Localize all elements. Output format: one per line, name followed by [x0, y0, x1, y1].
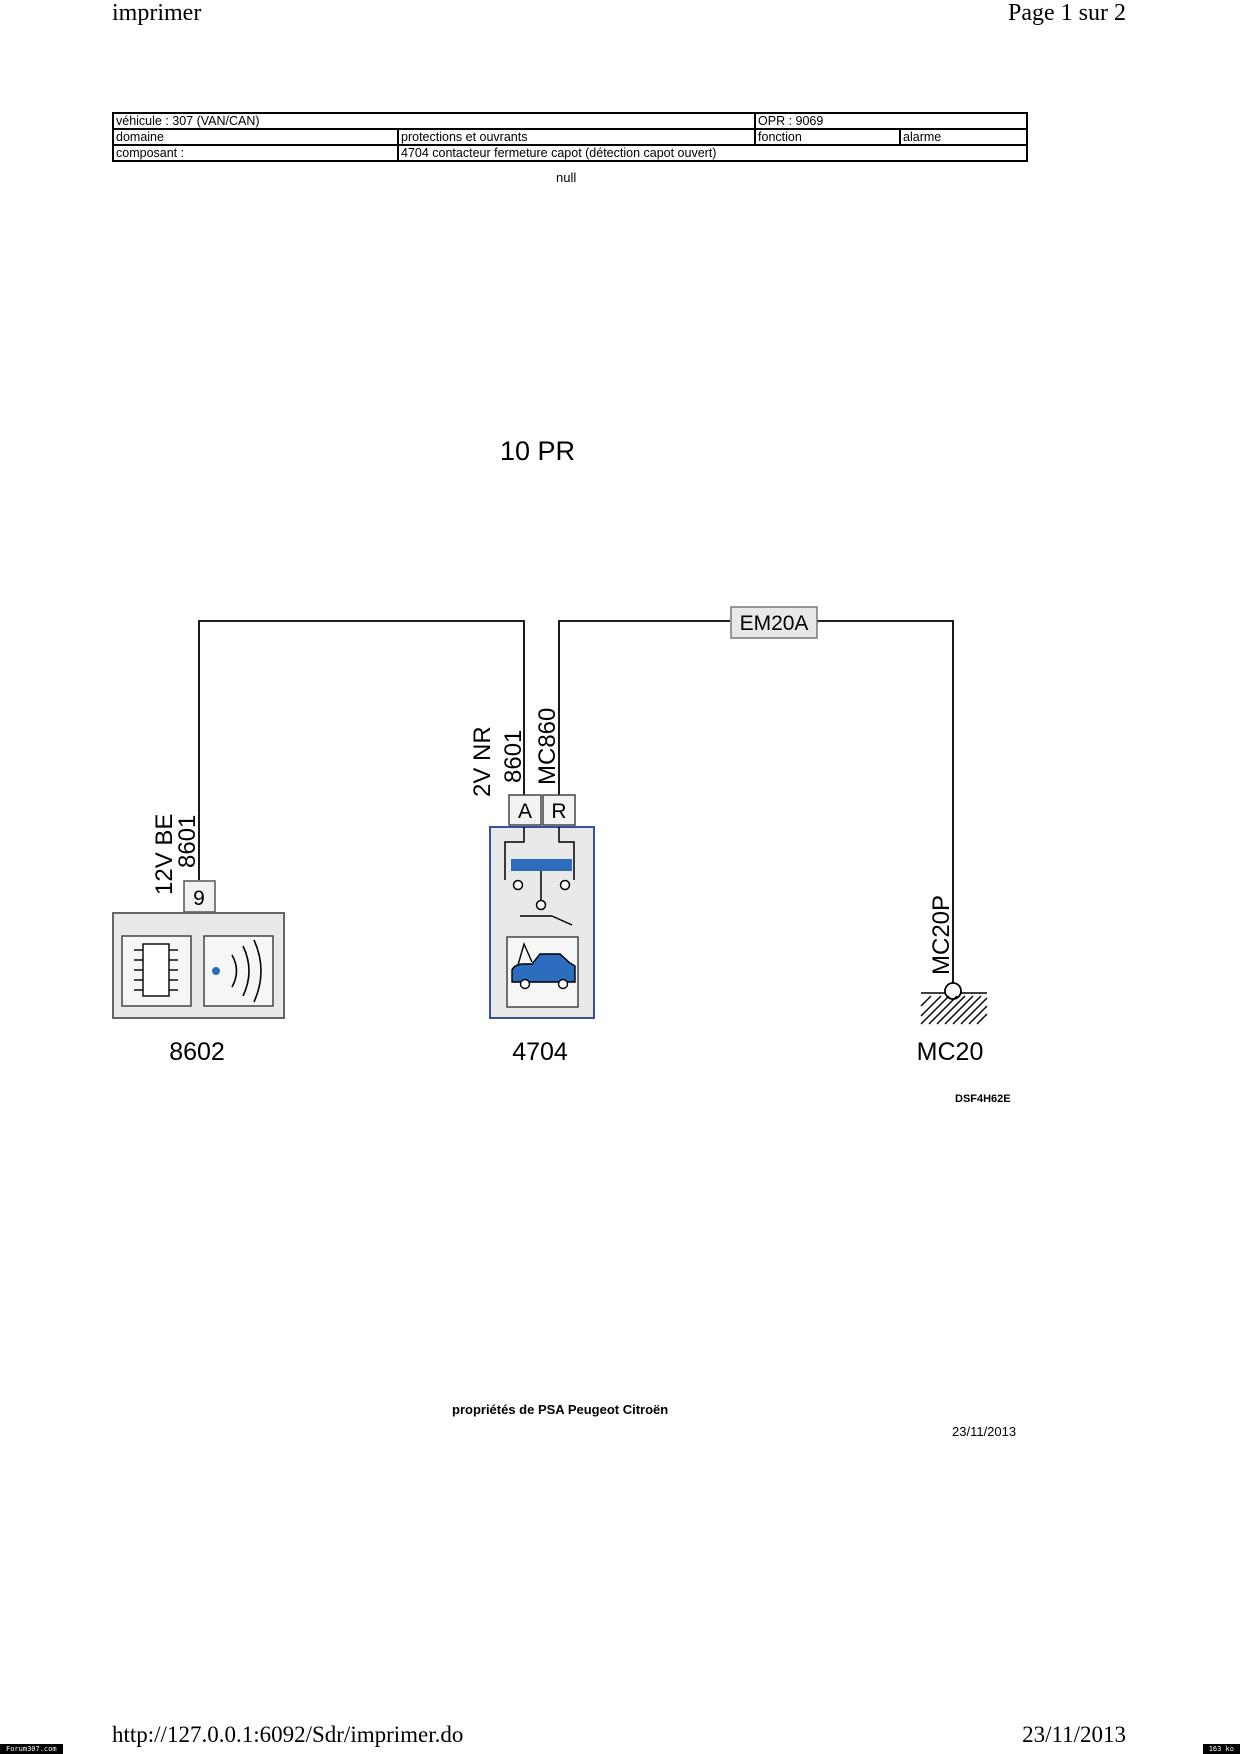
wire-right-num: MC860 — [534, 708, 561, 785]
owner-note: propriétés de PSA Peugeot Citroën — [452, 1402, 669, 1417]
print-url[interactable]: http://127.0.0.1:6092/Sdr/imprimer.do — [112, 1722, 464, 1747]
table-row: domaine protections et ouvrants fonction… — [112, 128, 1029, 146]
component-8602-label: 8602 — [169, 1038, 225, 1066]
pin-r-label: R — [551, 800, 566, 823]
domain-value-cell: protections et ouvrants — [397, 128, 757, 146]
component-value-cell: 4704 contacteur fermeture capot (détecti… — [397, 144, 1029, 162]
wire-mid-num: 8601 — [500, 730, 527, 783]
table-row: composant : 4704 contacteur fermeture ca… — [112, 144, 1029, 162]
ground-point-label: MC20 — [917, 1038, 984, 1066]
car-icon — [511, 941, 576, 990]
wire-mid-color: 2V NR — [469, 726, 496, 797]
wire-mc20p — [817, 620, 954, 985]
switch-symbol — [504, 827, 575, 926]
component-8602: 9 8602 — [112, 880, 285, 1066]
page-indicator: Page 1 sur 2 — [1008, 0, 1126, 26]
wire-8601 — [198, 620, 525, 880]
pin-a-label: A — [518, 800, 532, 823]
info-table: véhicule : 307 (VAN/CAN) OPR : 9069 doma… — [111, 112, 1029, 162]
pin-r-box — [542, 794, 576, 826]
circuit-label: 10 PR — [500, 436, 575, 466]
component-4704-label: 4704 — [512, 1038, 568, 1066]
wire-mc860 — [558, 620, 730, 795]
switch-bar — [511, 859, 572, 871]
wire-left-color: 12V BE — [151, 814, 178, 895]
vehicle-cell: véhicule : 307 (VAN/CAN) — [111, 112, 757, 130]
function-label-cell: fonction — [754, 128, 902, 146]
component-label-cell: composant : — [112, 144, 399, 162]
component-4704: A R 4704 — [489, 794, 595, 1066]
opr-cell: OPR : 9069 — [754, 112, 1029, 130]
wire-left-num: 8601 — [174, 815, 201, 868]
print-title: imprimer — [112, 0, 202, 26]
ground-symbol: MC20 — [917, 982, 988, 1066]
table-row: véhicule : 307 (VAN/CAN) OPR : 9069 — [111, 112, 1029, 130]
pin-a-box — [508, 794, 542, 826]
ground-link-label: EM20A — [740, 612, 809, 635]
domain-label-cell: domaine — [112, 128, 399, 146]
print-date: 23/11/2013 — [1022, 1722, 1126, 1747]
forum-badge: Forum307.com — [0, 1744, 63, 1754]
ground-link-box: EM20A — [730, 606, 818, 639]
wires — [198, 620, 954, 985]
pin-9-label: 9 — [193, 887, 205, 910]
ref-code: DSF4H62E — [955, 1093, 1011, 1105]
doc-date: 23/11/2013 — [952, 1424, 1017, 1439]
file-size-badge: 163 ko — [1202, 1744, 1240, 1754]
function-value-cell: alarme — [899, 128, 1029, 146]
subtitle: null — [556, 170, 577, 185]
ground-wire-label: MC20P — [928, 895, 955, 975]
